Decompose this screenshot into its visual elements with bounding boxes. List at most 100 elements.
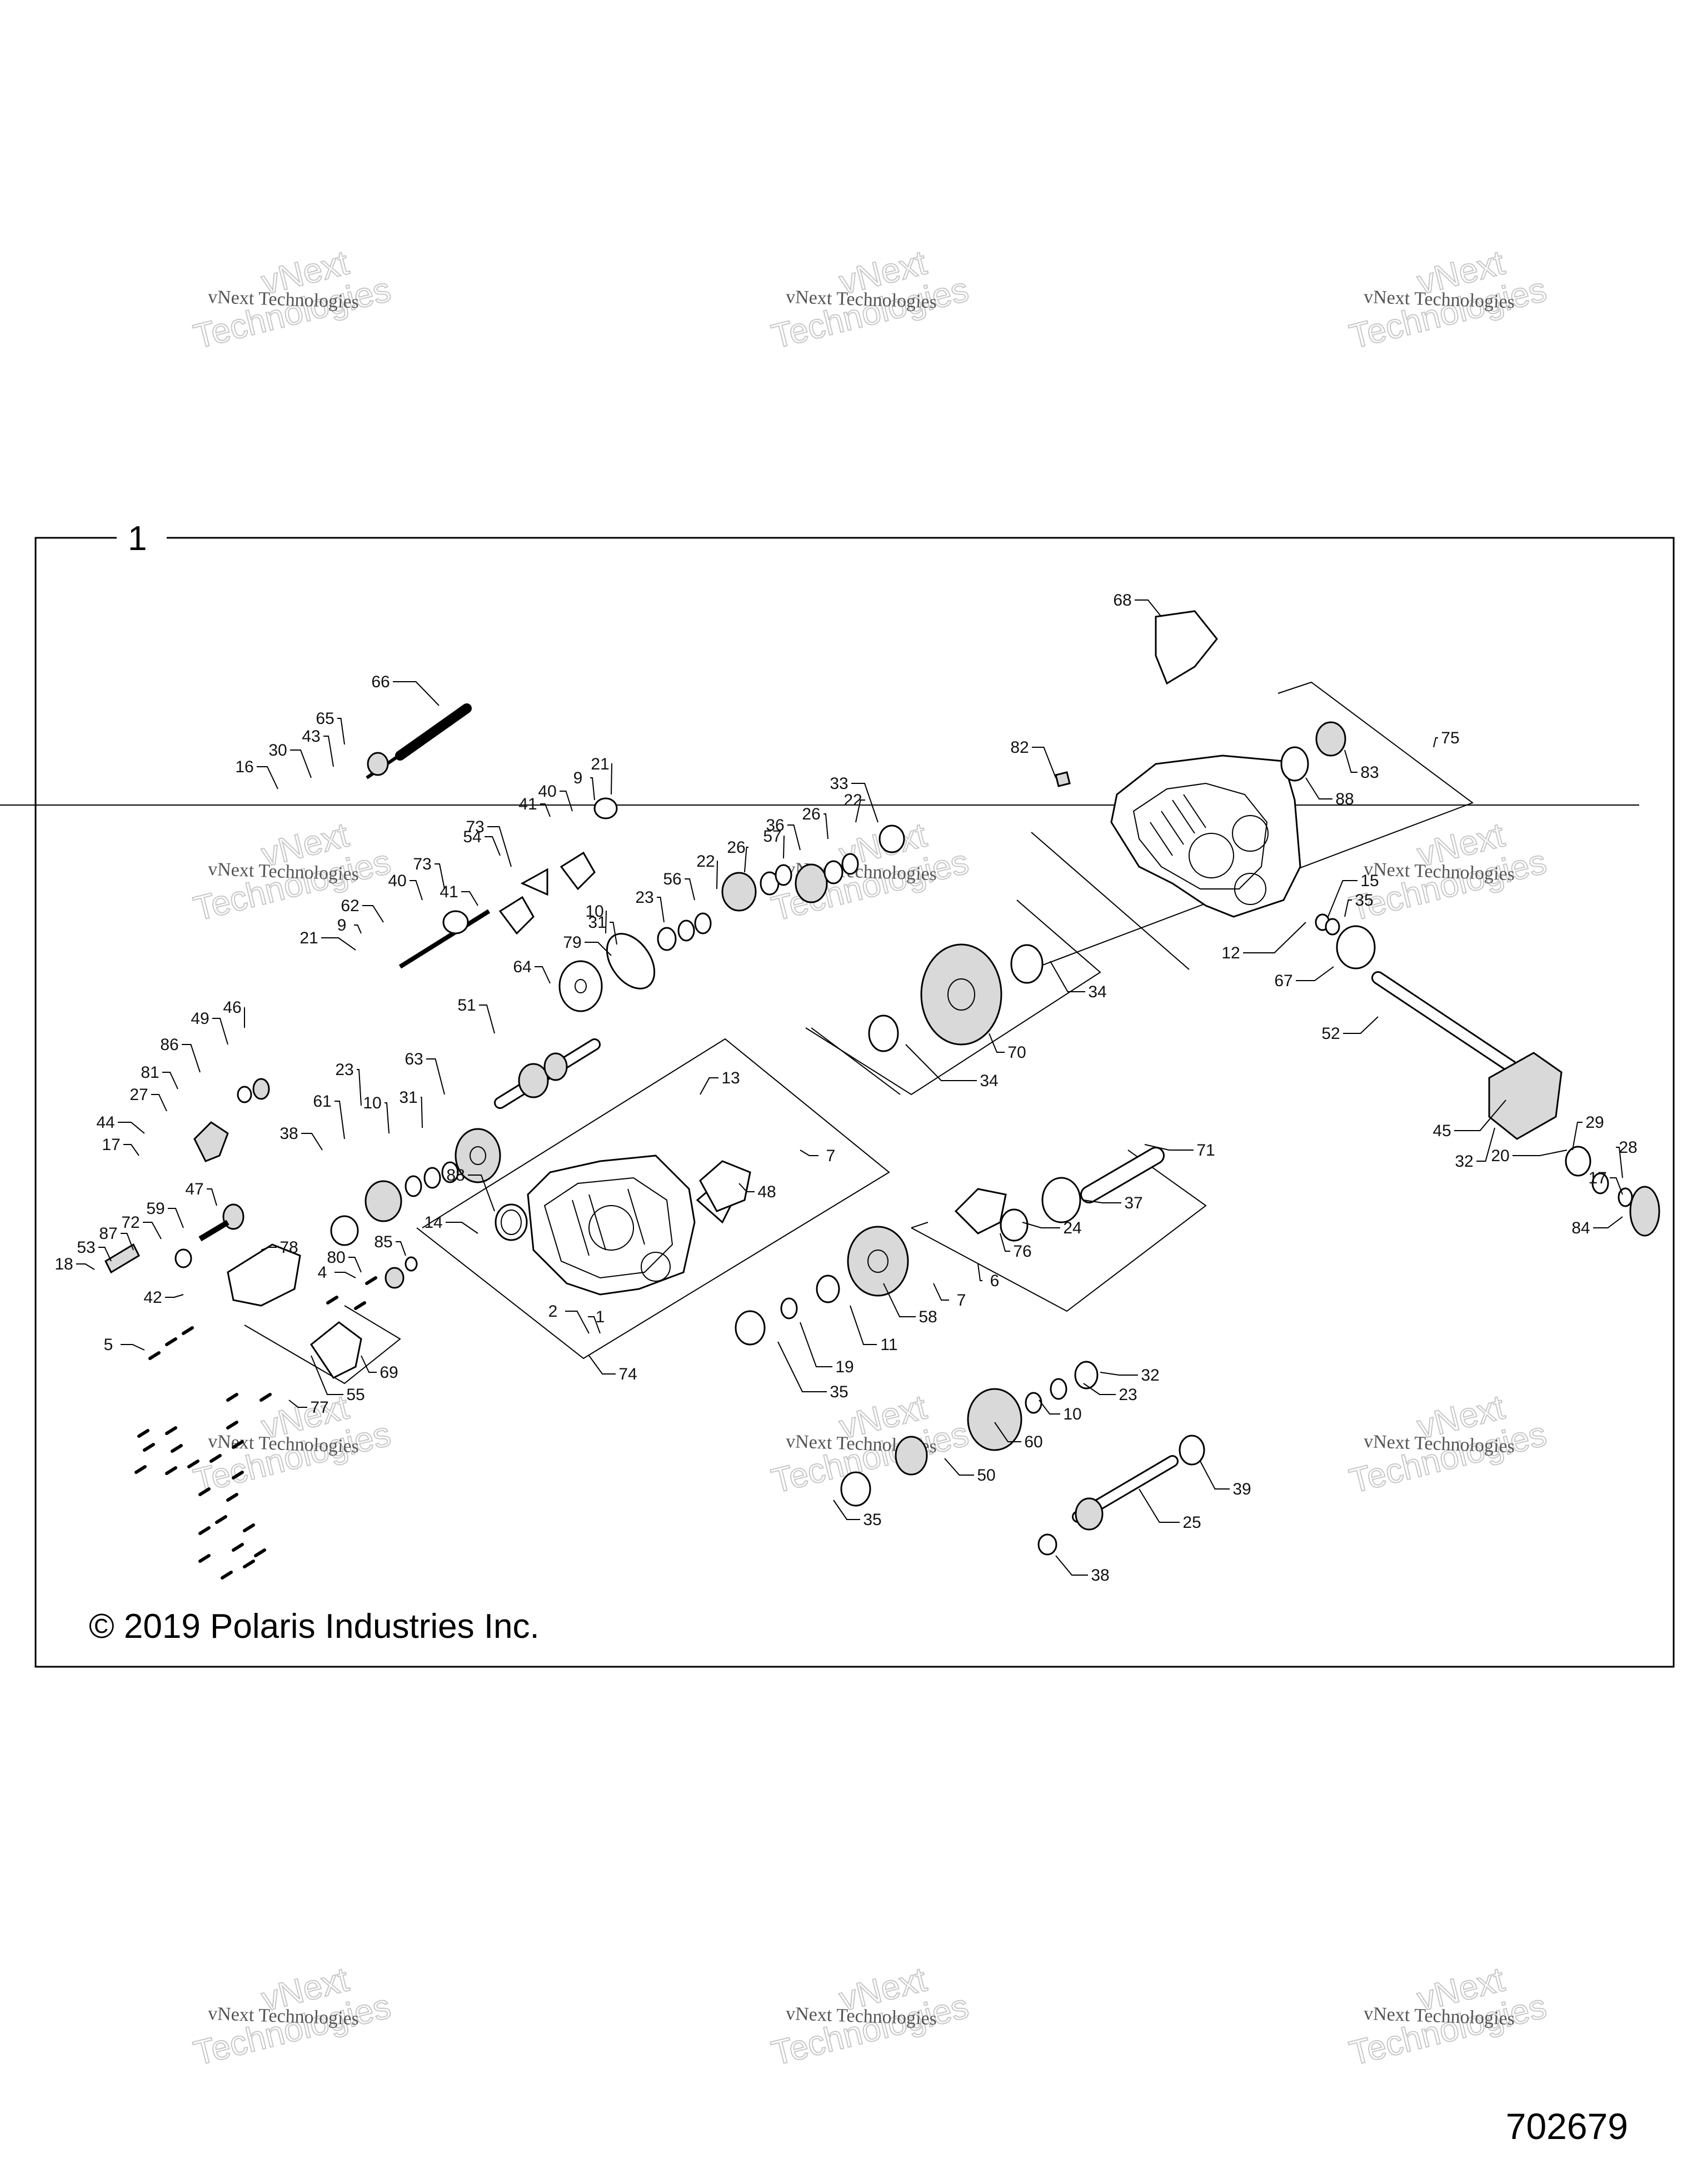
callout-number: 4 [318,1263,327,1282]
leader-line [396,1241,406,1256]
callout-number: 12 [1221,944,1240,962]
callout-number: 74 [618,1365,637,1383]
leader-line [288,1400,307,1408]
callout-number: 33 [830,774,848,793]
bolt-icon [187,1460,199,1468]
callout-number: 32 [1141,1366,1159,1385]
bolt-icon [165,1466,177,1475]
callout-number: 25 [1182,1513,1201,1532]
callout-number: 66 [371,673,390,691]
callout-number: 22 [696,852,715,871]
callout-number: 21 [300,929,318,947]
callout: 14 [424,1213,478,1234]
leader-line [1296,966,1334,981]
callout: 82 [1010,738,1056,778]
callout: 67 [1274,966,1334,990]
callout: 72 [121,1213,162,1240]
leader-line [1610,1177,1623,1195]
callout: 78 [261,1238,298,1257]
callout: 12 [1221,922,1306,962]
leader-line [1243,922,1306,953]
callout: 34 [905,1044,999,1090]
frame-label: 1 [128,519,147,558]
callout: 33 [830,774,879,823]
leader-line [1513,1150,1568,1156]
callout-number: 60 [1024,1433,1042,1451]
leader-line [335,1101,345,1140]
callout-number: 11 [880,1336,897,1354]
callout-number: 29 [1585,1113,1604,1132]
document-id: 702679 [1506,2106,1628,2147]
bolt-icon [165,1337,177,1346]
callout-number: 80 [327,1248,345,1267]
leader-line [348,1257,362,1273]
callout-number: 28 [1619,1138,1637,1157]
callout: 38 [279,1125,323,1151]
callout-number: 88 [1335,790,1354,808]
leader-line [301,1133,323,1151]
callout: 66 [371,673,440,706]
callout-number: 31 [399,1088,417,1107]
callout: 21 [300,929,356,951]
leader-line [787,824,801,851]
callout: 10 [585,902,607,934]
leader-line [585,942,612,956]
callout: 53 [77,1238,112,1262]
callout-number: 44 [96,1113,114,1132]
callout-number: 81 [141,1063,159,1082]
leader-line [777,1341,827,1392]
leader-line [446,1222,478,1234]
leader-line [716,861,718,889]
callout: 34 [1050,961,1107,1001]
bolt-icon [134,1465,147,1474]
callout: 40 [388,872,423,901]
bolt-icon [226,1421,238,1430]
leader-line [800,1150,818,1156]
callout-number: 48 [757,1183,776,1201]
leader-line [851,783,879,823]
leader-line [588,1355,616,1375]
callout: 27 [129,1086,167,1112]
bolt-icon [243,1523,255,1532]
callout-number: 67 [1274,972,1292,990]
leader-line [1343,1016,1379,1034]
leader-line [883,1283,916,1317]
leader-line [361,1355,377,1373]
callout-number: 47 [185,1180,203,1198]
leader-line [1200,1461,1230,1490]
callout-number: 38 [279,1125,298,1143]
leader-line [700,1077,718,1095]
callout: 49 [191,1009,228,1045]
bolt-icon [137,1429,149,1438]
callout-number: 52 [1321,1024,1340,1043]
callout-number: 23 [635,888,653,907]
callout: 23 [335,1061,362,1106]
leader-line [1032,747,1056,778]
callout-number: 53 [77,1238,95,1257]
bolt-icon [226,1493,238,1502]
bolt-icon [365,1276,377,1285]
callout-number: 15 [1360,872,1379,890]
callout-group: 1245677991010101112131415161717181920212… [54,591,1637,1585]
transmission-case-left [416,1038,890,1360]
leader-line [565,1311,590,1334]
drive-parts [104,610,1660,1556]
leader-line [1135,599,1162,617]
callout-number: 39 [1232,1480,1251,1498]
callout-number: 22 [843,791,862,809]
callout-number: 26 [727,838,745,857]
bolt-cluster [134,1276,377,1580]
callout: 63 [405,1050,445,1095]
bolt-icon [198,1554,211,1563]
diagram-frame: 1 [34,519,1675,1668]
callout: 54 [463,828,501,856]
callout-number: 77 [310,1398,328,1417]
callout-number: 35 [863,1511,881,1529]
leader-line [426,1058,445,1095]
leader-line [744,847,748,873]
callout-number: 20 [1491,1147,1509,1165]
callout-number: 51 [457,996,476,1014]
